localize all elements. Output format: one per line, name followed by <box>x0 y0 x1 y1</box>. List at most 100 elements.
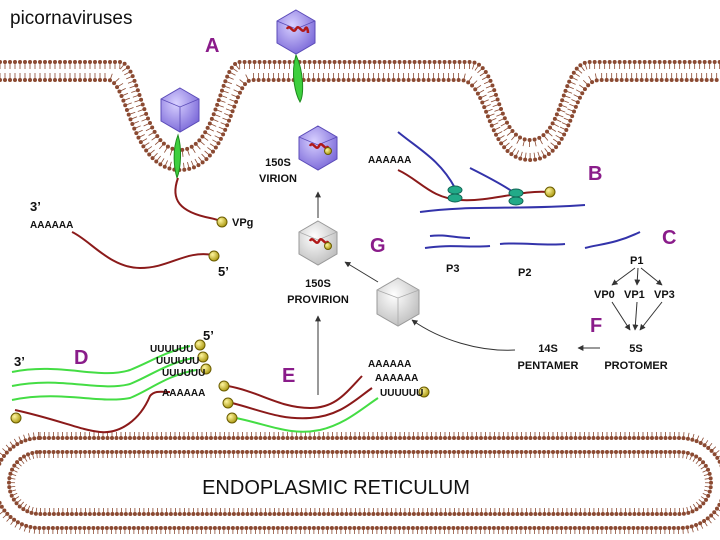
lipid-head <box>173 512 178 516</box>
lipid-head <box>527 137 532 142</box>
lipid-head <box>18 60 22 64</box>
lipid-head <box>559 526 564 531</box>
lipid-head <box>208 526 213 530</box>
lipid-head <box>168 436 173 440</box>
lipid-head <box>280 526 285 530</box>
lipid-head <box>10 467 15 472</box>
lipid-head <box>347 60 352 64</box>
lipid-head <box>15 520 20 525</box>
lipid-head <box>144 148 149 153</box>
lipid-head <box>659 78 664 82</box>
lipid-head <box>200 134 205 139</box>
lipid-head <box>103 60 107 64</box>
lipid-head <box>240 450 245 454</box>
lipid-head <box>524 436 528 440</box>
lipid-head <box>424 526 429 531</box>
lipid-head <box>461 450 465 454</box>
lipid-head <box>23 438 28 443</box>
lipid-head <box>337 60 342 64</box>
lipid-head <box>398 436 402 440</box>
lipid-head <box>452 512 457 517</box>
lipid-head <box>272 450 276 454</box>
lipid-head <box>496 137 501 142</box>
lipid-head <box>294 436 299 440</box>
lipid-head <box>452 436 456 440</box>
lipid-head <box>474 436 479 440</box>
lipid-head <box>128 436 132 440</box>
lipid-head <box>326 78 331 82</box>
lipid-head <box>83 436 87 440</box>
lipid-head <box>191 512 196 516</box>
lipid-head <box>574 66 579 71</box>
lipid-head <box>689 524 694 529</box>
lipid-head <box>356 526 361 530</box>
lipid-head <box>505 120 510 125</box>
lipid-head <box>397 526 402 531</box>
lipid-head <box>402 512 407 517</box>
lipid-head <box>312 512 317 516</box>
lipid-head <box>709 448 714 453</box>
lipid-head <box>218 93 223 98</box>
lipid-head <box>609 512 614 517</box>
lipid-head <box>541 526 546 531</box>
lipid-head <box>271 526 276 530</box>
lipid-head <box>702 519 707 524</box>
p2-label: P2 <box>518 267 531 279</box>
lipid-head <box>561 93 566 98</box>
lipid-head <box>200 160 205 165</box>
lipid-head <box>223 127 228 132</box>
lipid-head <box>281 436 285 440</box>
lipid-head <box>470 436 474 440</box>
lipid-head <box>243 82 248 87</box>
lipid-head <box>257 526 262 530</box>
lipid-head <box>69 436 74 440</box>
lipid-head <box>28 524 33 529</box>
lipid-head <box>95 526 100 530</box>
lipid-head <box>545 129 550 134</box>
lipid-head <box>590 80 595 85</box>
lipid-head <box>514 526 519 531</box>
lipid-head <box>211 149 216 154</box>
lipid-head <box>347 526 352 530</box>
protomer-size-label: 5S <box>629 343 642 355</box>
lipid-head <box>164 436 168 440</box>
lipid-head <box>168 450 173 454</box>
lipid-head <box>707 471 712 476</box>
lipid-head <box>631 526 636 531</box>
lipid-head <box>391 78 396 82</box>
lipid-head <box>562 132 567 137</box>
lipid-head <box>465 512 470 517</box>
lipid-head <box>209 436 213 440</box>
lipid-head <box>612 60 617 64</box>
lipid-head <box>712 60 717 64</box>
lipid-head <box>515 512 520 517</box>
lipid-head <box>207 121 212 126</box>
lipid-head <box>118 60 122 64</box>
lipid-head <box>98 78 102 82</box>
three-prime-label: 3’ <box>14 354 25 369</box>
lipid-head <box>681 511 686 516</box>
replication-complex-e <box>218 375 430 433</box>
lipid-head <box>564 127 569 132</box>
lipid-head <box>33 511 38 516</box>
virion-size-label: 150S <box>265 157 291 169</box>
lipid-head <box>396 78 401 82</box>
lipid-head <box>703 463 708 468</box>
lipid-head <box>249 436 254 440</box>
lipid-head <box>677 512 682 517</box>
lipid-head <box>335 512 340 516</box>
lipid-head <box>227 436 231 440</box>
lipid-head <box>587 450 591 454</box>
lipid-head <box>367 60 372 64</box>
lipid-head <box>83 78 87 82</box>
lipid-head <box>128 450 132 454</box>
lipid-head <box>671 526 676 531</box>
lipid-head <box>37 525 42 530</box>
lipid-head <box>164 450 168 454</box>
lipid-head <box>567 79 572 84</box>
lipid-head <box>64 526 69 530</box>
lipid-head <box>122 61 127 66</box>
lipid-head <box>254 436 258 440</box>
lipid-head <box>134 83 139 88</box>
lipid-head <box>38 450 42 454</box>
